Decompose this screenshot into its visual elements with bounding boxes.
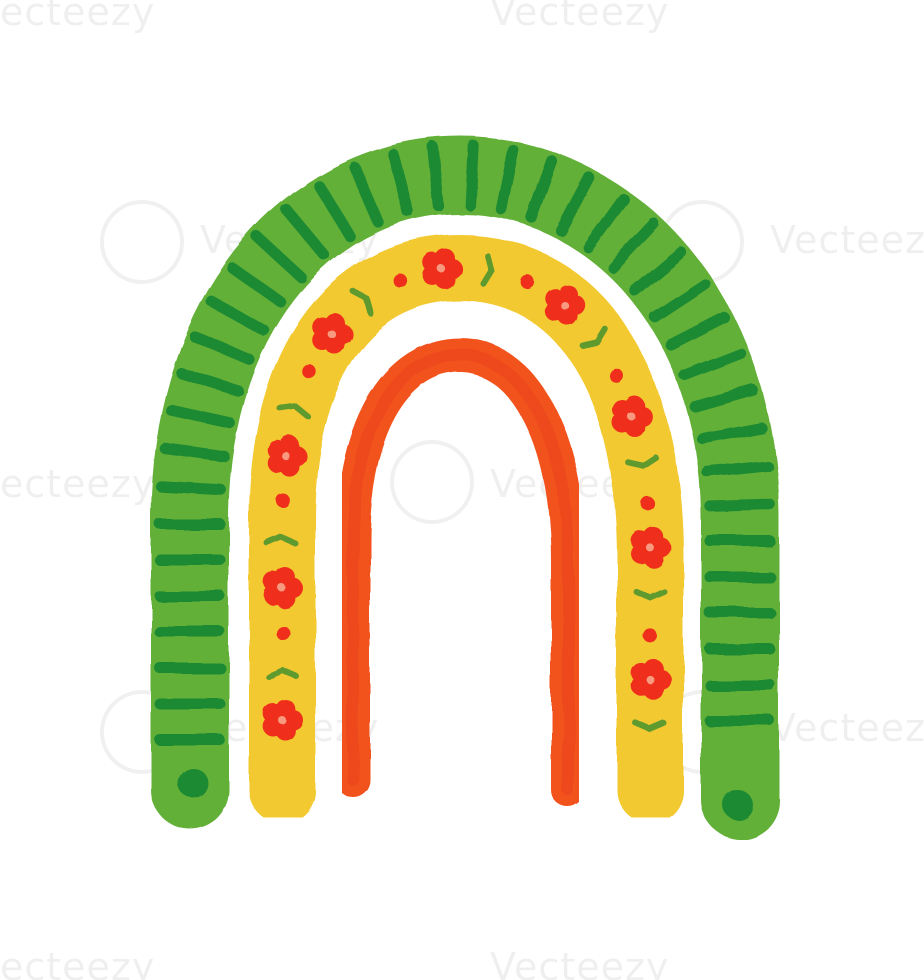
leaf [633,720,667,733]
watermark-text: ecteezy [0,462,156,506]
inner-orange-band [336,337,585,807]
stripe [280,203,331,261]
stripe [464,139,479,211]
outer-band-stripes [154,139,776,746]
watermark-text: ecteezy [0,0,156,34]
watermark-text: ecteezy [0,945,156,980]
leaf [278,404,312,420]
flower [263,699,303,741]
berry-dot [520,275,535,290]
berry-dot [275,625,289,639]
berry-dot [640,496,655,511]
outer-band-dot-right [723,790,753,820]
flower-garland [263,248,671,741]
stripe [205,295,270,336]
stripe [165,404,236,429]
watermark-logo [100,200,184,284]
berry-dot [392,272,407,287]
stripe [313,180,356,243]
stripe [495,144,519,215]
berry-dot [609,368,624,383]
stripe [649,278,711,323]
watermark-text: Vecteezy [490,945,670,980]
flower [631,658,671,700]
stripe [159,442,230,462]
flower [545,285,586,326]
outer-green-band [151,135,779,839]
flower [312,313,353,354]
stripe [188,330,256,366]
stripe [689,384,759,413]
stripe [697,422,768,445]
stripe [629,246,687,297]
flower [631,526,671,568]
watermark-text: Vecteezy [770,218,924,262]
leaf [580,326,609,349]
stripe [175,367,244,397]
berry-dot [275,493,290,507]
leaf [480,253,495,287]
leaf [265,666,299,679]
watermark-text: Vecteezy [770,706,924,750]
leaf [633,588,667,601]
leaf [265,534,299,547]
stripe [702,460,773,478]
flower [613,396,653,438]
stripe [582,192,629,253]
stripe [348,161,384,228]
flower [263,567,303,609]
stripe [251,231,307,283]
stripe [704,498,776,512]
flower [267,435,308,477]
leaf [625,454,659,469]
middle-yellow-band [249,234,683,823]
stripe [679,348,747,381]
stripe [387,148,414,218]
leaf [349,287,373,316]
stripe [155,480,227,496]
outer-band-dot-left [178,768,208,798]
watermark-logo [390,440,474,524]
stripe [427,140,445,212]
watermark-text: Vecteezy [490,0,670,34]
stripe [665,312,731,351]
berry-dot [643,628,657,643]
berry-dot [302,364,317,379]
stripe [526,155,558,224]
stripe [226,262,287,309]
stripe [607,218,660,273]
stripe [555,171,595,236]
flower [422,248,463,290]
